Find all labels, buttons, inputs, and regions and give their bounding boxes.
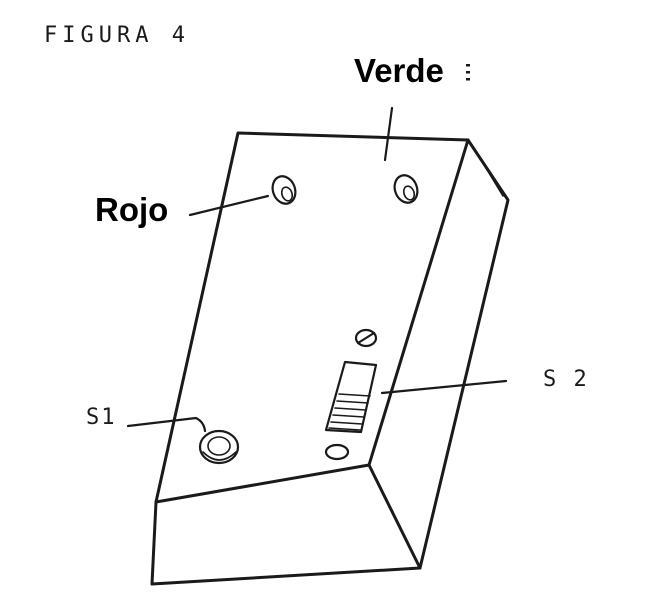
- slide-switch-s2: [324, 360, 378, 434]
- label-s2: S 2: [543, 367, 589, 392]
- led-green: [393, 174, 419, 204]
- figure-title: FIGURA 4: [44, 23, 190, 48]
- box-edge-line: [471, 144, 504, 197]
- leader-s1: [126, 416, 207, 433]
- screw: [354, 328, 378, 348]
- box-top-face: [154, 131, 470, 504]
- leader-rojo: [188, 194, 270, 217]
- label-verde: Verde: [354, 52, 444, 89]
- verde-mark: [466, 64, 470, 81]
- led-red: [271, 175, 297, 205]
- label-rojo: Rojo: [95, 191, 168, 228]
- leader-verde: [383, 106, 394, 162]
- box-front-face: [150, 500, 422, 586]
- push-button-s1: [198, 429, 240, 465]
- switch-hole: [324, 443, 350, 461]
- leader-s2: [380, 379, 508, 395]
- box-right-face: [367, 138, 510, 570]
- label-s1: S1: [86, 405, 117, 430]
